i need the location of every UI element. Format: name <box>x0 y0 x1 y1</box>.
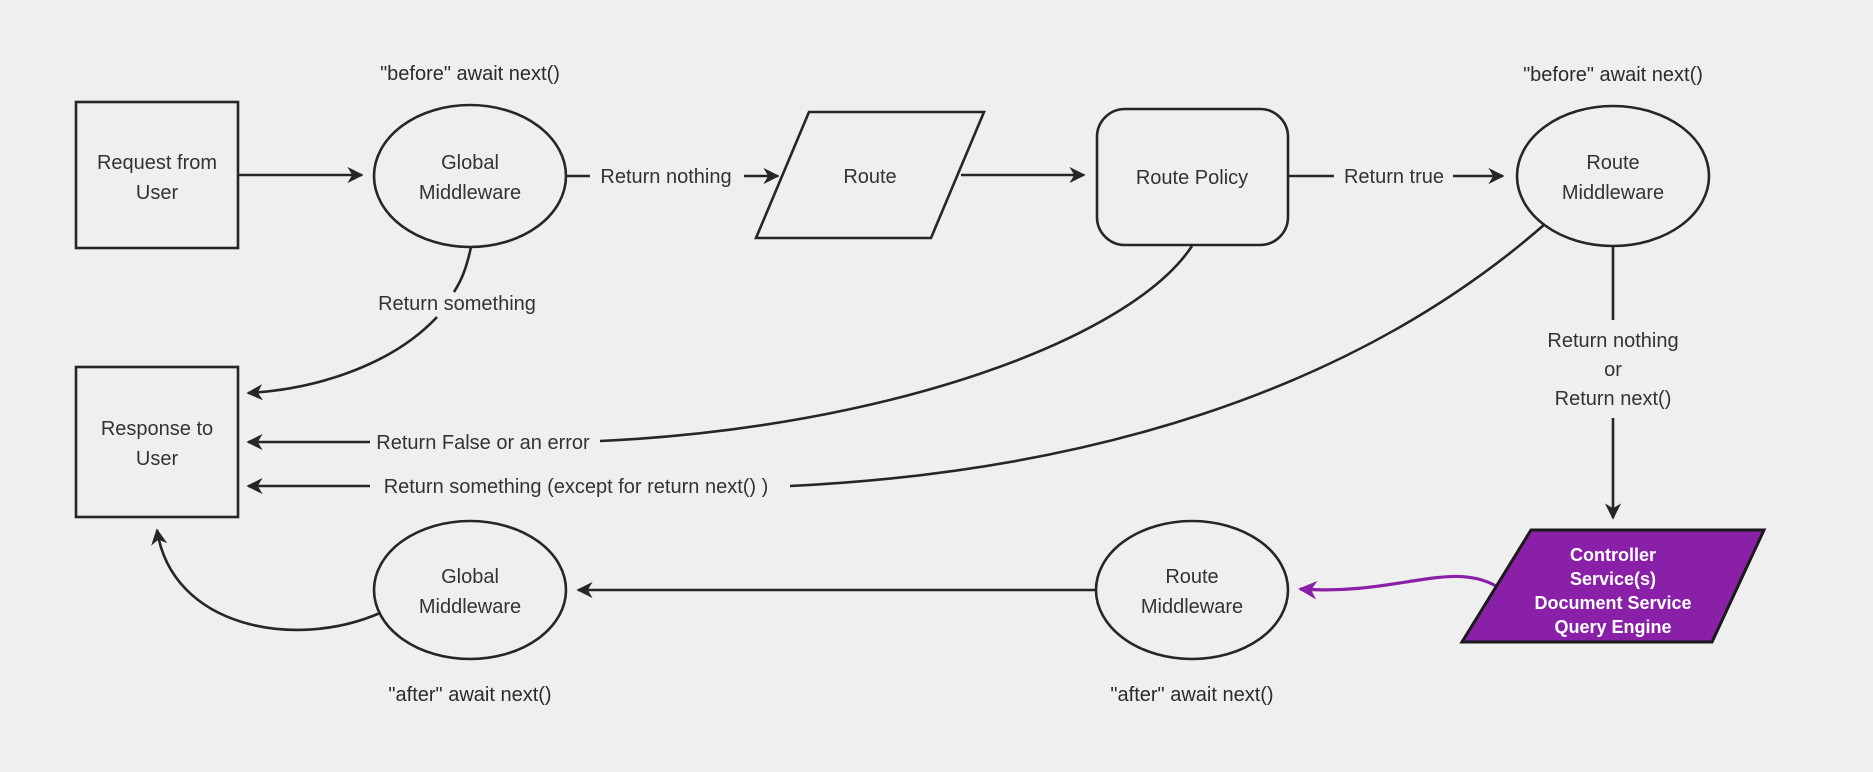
node-request-from-user: Request from User <box>74 100 240 250</box>
global-middleware-top-label-line2: Middleware <box>419 182 521 204</box>
edge-label-return-true: Return true <box>1344 166 1444 188</box>
route-label: Route <box>843 166 896 188</box>
response-to-user-label-line2: User <box>136 448 179 470</box>
route-middleware-top-ellipse <box>1515 104 1711 248</box>
route-parallelogram <box>754 110 986 240</box>
node-response-to-user: Response to User <box>74 365 240 519</box>
edge-route-middleware-return-something-curve <box>789 223 1546 488</box>
node-route-policy: Route Policy <box>1095 107 1290 247</box>
node-global-middleware-top: Global Middleware <box>372 103 568 249</box>
edge-label-return-something: Return something <box>378 293 536 315</box>
global-middleware-bottom-label-line1: Global <box>441 566 499 588</box>
annotation-after-await-next-global: "after" await next() <box>388 684 551 706</box>
edge-label-return-nothing-or-next: Return nothing or Return next() <box>1547 330 1678 410</box>
global-middleware-bottom-ellipse <box>372 519 568 661</box>
node-route-middleware-bottom: Route Middleware <box>1094 519 1290 661</box>
route-middleware-bottom-ellipse <box>1094 519 1290 661</box>
request-from-user-label-line1: Request from <box>97 152 217 174</box>
node-controller-services: Controller Service(s) Document Service Q… <box>1459 528 1767 644</box>
annotation-before-await-next-route: "before" await next() <box>1523 64 1703 86</box>
global-middleware-top-ellipse <box>372 103 568 249</box>
edge-global-middleware-bottom-to-response <box>151 528 381 632</box>
route-middleware-top-label-line1: Route <box>1586 152 1639 174</box>
route-policy-label: Route Policy <box>1136 167 1248 189</box>
global-middleware-bottom-label-line2: Middleware <box>419 596 521 618</box>
request-from-user-label-line2: User <box>136 182 179 204</box>
node-route-middleware-top: Route Middleware <box>1515 104 1711 248</box>
route-middleware-top-label-line2: Middleware <box>1562 182 1664 204</box>
edge-label-return-something-except: Return something (except for return next… <box>384 476 769 498</box>
controller-label-line3: Document Service <box>1534 593 1691 613</box>
edge-label-return-false-or-error: Return False or an error <box>376 432 590 454</box>
controller-services-parallelogram <box>1459 528 1767 644</box>
edge-label-or-line: or <box>1604 359 1622 381</box>
annotation-before-await-next-global: "before" await next() <box>380 63 560 85</box>
annotation-after-await-next-route: "after" await next() <box>1110 684 1273 706</box>
request-from-user-box <box>74 100 240 250</box>
controller-label-line4: Query Engine <box>1554 617 1671 637</box>
edge-global-middleware-return-something-stub <box>452 246 473 293</box>
edge-global-middleware-return-something-arrow <box>246 316 438 401</box>
edge-label-return-nothing: Return nothing <box>600 166 731 188</box>
route-middleware-bottom-label-line2: Middleware <box>1141 596 1243 618</box>
edge-label-return-nothing-line: Return nothing <box>1547 330 1678 352</box>
edge-controller-to-route-middleware-bottom <box>1298 574 1497 600</box>
route-policy-box <box>1095 107 1290 247</box>
response-to-user-label-line1: Response to <box>101 418 213 440</box>
node-route: Route <box>754 110 986 240</box>
route-middleware-bottom-label-line1: Route <box>1165 566 1218 588</box>
global-middleware-top-label-line1: Global <box>441 152 499 174</box>
edge-route-policy-return-false-curve <box>599 245 1194 443</box>
controller-label-line2: Service(s) <box>1570 569 1656 589</box>
edge-label-return-next-line: Return next() <box>1555 388 1672 410</box>
controller-label-line1: Controller <box>1570 545 1656 565</box>
node-global-middleware-bottom: Global Middleware <box>372 519 568 661</box>
response-to-user-box <box>74 365 240 519</box>
